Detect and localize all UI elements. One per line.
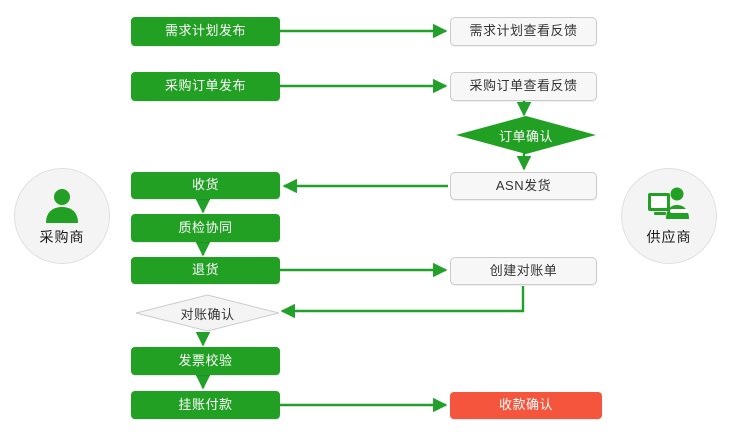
node-label: 质检协同 <box>178 219 233 235</box>
node-label: 对账确认 <box>180 306 235 322</box>
node-reconciliation-confirm[interactable]: 对账确认 <box>135 294 280 332</box>
diamond-shape <box>456 116 596 154</box>
node-label: 发票校验 <box>178 352 233 368</box>
node-label: 挂账付款 <box>178 396 233 412</box>
node-label: 创建对账单 <box>489 262 558 278</box>
node-label: 需求计划查看反馈 <box>469 23 578 39</box>
node-quality-inspection-collab[interactable]: 质检协同 <box>131 214 280 242</box>
actor-supplier-label: 供应商 <box>646 229 692 245</box>
node-asn-shipment[interactable]: ASN发货 <box>450 172 597 200</box>
node-order-confirm[interactable]: 订单确认 <box>456 116 596 154</box>
actor-buyer-label: 采购商 <box>39 229 85 245</box>
node-purchase-order-publish[interactable]: 采购订单发布 <box>131 72 280 101</box>
node-label: 收货 <box>191 177 219 193</box>
node-return-goods[interactable]: 退货 <box>131 257 280 284</box>
node-purchase-order-view-feedback[interactable]: 采购订单查看反馈 <box>450 72 597 101</box>
edge-n10-n11 <box>280 286 525 319</box>
diamond-shape <box>135 294 280 332</box>
node-payment-receipt-confirm[interactable]: 收款确认 <box>450 392 602 419</box>
node-label: ASN发货 <box>495 177 552 193</box>
actor-buyer[interactable]: 采购商 <box>14 168 110 264</box>
actor-supplier[interactable]: 供应商 <box>621 168 717 264</box>
node-label: 采购订单查看反馈 <box>469 78 578 94</box>
node-payable-payment[interactable]: 挂账付款 <box>131 391 280 419</box>
node-label: 退货 <box>191 262 219 278</box>
node-label: 需求计划发布 <box>164 23 246 39</box>
person-at-computer-icon <box>646 185 692 225</box>
node-label: 采购订单发布 <box>164 78 246 94</box>
node-label: 订单确认 <box>498 128 553 144</box>
person-icon <box>42 185 82 225</box>
node-demand-plan-view-feedback[interactable]: 需求计划查看反馈 <box>450 17 597 46</box>
node-invoice-verification[interactable]: 发票校验 <box>131 347 280 375</box>
node-demand-plan-publish[interactable]: 需求计划发布 <box>131 17 280 46</box>
node-create-reconciliation-statement[interactable]: 创建对账单 <box>450 257 597 285</box>
node-label: 收款确认 <box>498 397 553 413</box>
node-goods-receipt[interactable]: 收货 <box>131 172 280 199</box>
